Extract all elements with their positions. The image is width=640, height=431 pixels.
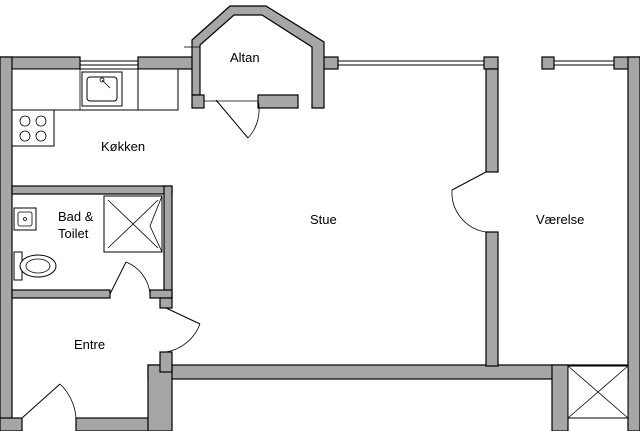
bedroom-label: Værelse xyxy=(536,212,584,227)
outer-walls xyxy=(0,56,640,431)
kitchen-label: Køkken xyxy=(101,139,145,154)
washbasin-icon xyxy=(13,207,37,231)
bath-fixtures xyxy=(13,195,163,281)
doors xyxy=(21,99,487,419)
entrance-label: Entre xyxy=(74,337,105,352)
kitchen-fixtures xyxy=(11,68,179,147)
stove-icon xyxy=(11,109,55,147)
interior-walls xyxy=(11,68,629,419)
windows xyxy=(80,60,614,66)
bath-label-line1: Bad & xyxy=(58,209,94,224)
room-labels: Altan Køkken Bad & Toilet Stue Værelse E… xyxy=(58,50,584,352)
balcony-label: Altan xyxy=(230,50,260,65)
bath-label-line2: Toilet xyxy=(58,226,89,241)
living-room-label: Stue xyxy=(310,212,337,227)
